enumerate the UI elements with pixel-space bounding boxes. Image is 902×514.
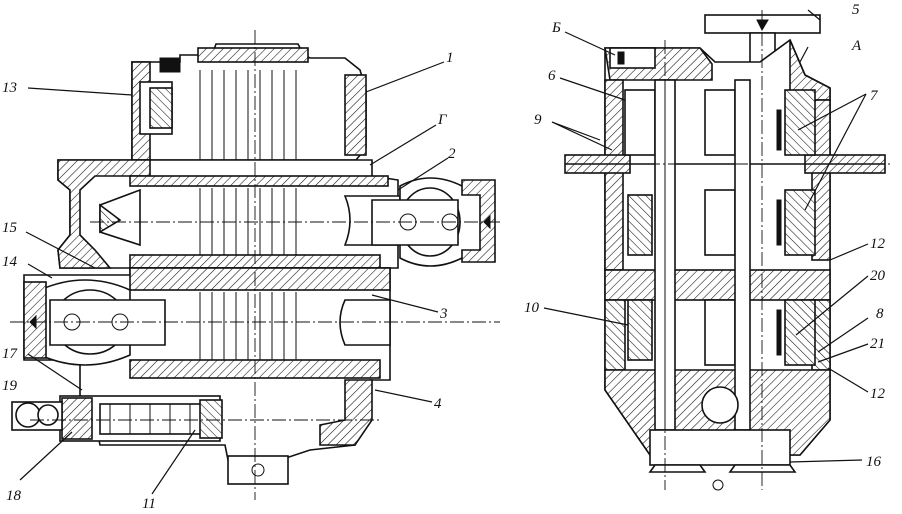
upper-gear-teeth (199, 70, 297, 160)
middle-gear-teeth (199, 188, 297, 255)
callout-19: 19 (2, 378, 18, 394)
callout-1: 1 (446, 50, 454, 66)
callout-10: 10 (524, 300, 540, 316)
callout-labels: 1 Г 2 3 4 13 15 14 17 19 18 11 Б 5 А 6 9… (2, 2, 886, 512)
longitudinal-section-view (10, 30, 500, 500)
callout-9: 9 (534, 112, 542, 128)
callout-20: 20 (870, 268, 886, 284)
callout-12-lower: 12 (870, 386, 886, 402)
callout-14: 14 (2, 254, 18, 270)
callout-17: 17 (2, 346, 19, 362)
callout-3: 3 (439, 306, 448, 322)
leader-lines (19, 9, 869, 495)
callout-15: 15 (2, 220, 18, 236)
callout-16: 16 (866, 454, 882, 470)
callout-2: 2 (448, 146, 456, 162)
callout-11: 11 (142, 496, 156, 512)
callout-6: 6 (548, 68, 556, 84)
callout-13: 13 (2, 80, 17, 96)
callout-5: 5 (852, 2, 860, 18)
callout-4: 4 (434, 396, 442, 412)
callout-21: 21 (870, 336, 885, 352)
callout-18: 18 (6, 488, 22, 504)
callout-8: 8 (876, 306, 884, 322)
callout-12-upper: 12 (870, 236, 886, 252)
callout-7: 7 (870, 88, 879, 104)
cross-section-view (564, 10, 890, 491)
callout-A: А (851, 38, 862, 54)
callout-B: Б (551, 20, 561, 36)
callout-G: Г (437, 112, 448, 128)
lower-gear-teeth (199, 292, 297, 360)
